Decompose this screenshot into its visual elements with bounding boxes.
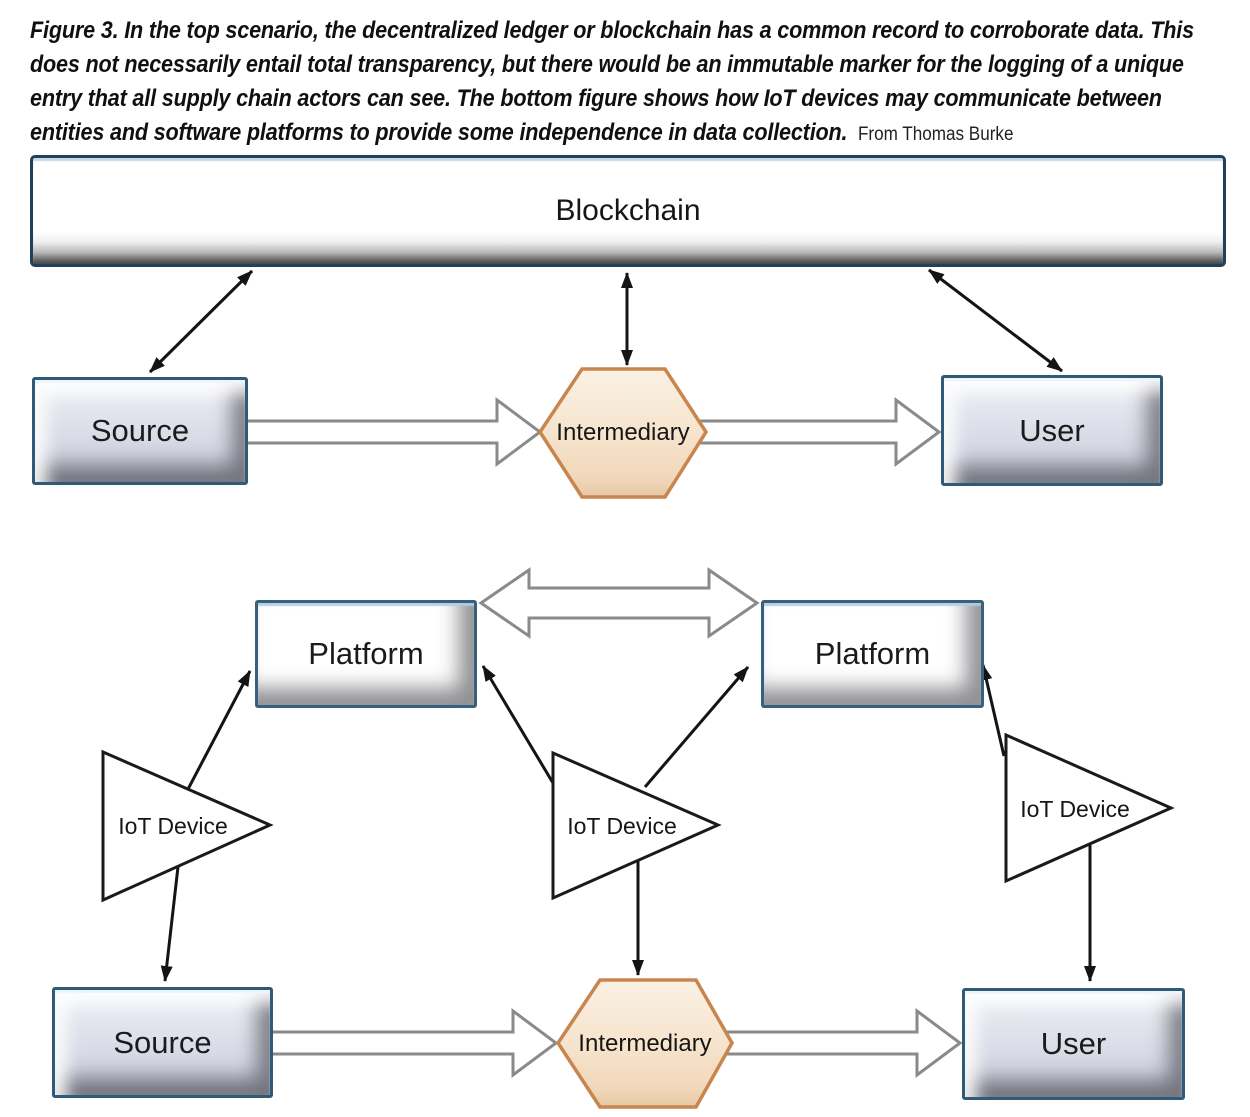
flow-arrow-source-to-intermediary-top: [244, 397, 543, 467]
source-label-bottom: Source: [113, 1024, 212, 1060]
source-box-top: Source: [32, 377, 248, 485]
iot-device-triangle-middle: [551, 750, 722, 901]
blockchain-bar: Blockchain: [30, 155, 1226, 267]
link-source-blockchain-arrow: [148, 269, 254, 374]
platform-label-left: Platform: [308, 636, 424, 671]
platform-box-right: Platform: [761, 600, 984, 708]
link-iot-left-to-platform-left-arrow: [184, 670, 252, 794]
user-box-top: User: [941, 375, 1163, 486]
figure-caption: Figure 3. In the top scenario, the decen…: [30, 14, 1202, 150]
iot-device-triangle-left: [101, 749, 274, 903]
link-iot-left-to-source-arrow: [160, 857, 181, 982]
figure-credit-text: From Thomas Burke: [857, 124, 1014, 146]
intermediary-label-bottom: Intermediary: [578, 1029, 712, 1057]
user-box-bottom: User: [962, 988, 1185, 1100]
flow-arrow-platform-to-platform: [478, 567, 760, 639]
link-user-blockchain-arrow: [928, 268, 1063, 373]
iot-device-label-right: IoT Device: [1020, 795, 1130, 822]
flow-arrow-source-to-intermediary-bottom: [269, 1008, 559, 1078]
link-iot-middle-to-platform-left-arrow: [481, 665, 555, 784]
flow-arrow-intermediary-to-user-bottom: [724, 1008, 963, 1078]
user-label-bottom: User: [1040, 1026, 1107, 1061]
intermediary-hexagon-bottom: [555, 978, 735, 1109]
iot-device-label-middle: IoT Device: [567, 812, 677, 839]
blockchain-label: Blockchain: [555, 194, 701, 227]
platform-label-right: Platform: [814, 636, 931, 671]
iot-device-triangle-right: [1004, 732, 1175, 884]
iot-device-label-left: IoT Device: [118, 812, 228, 839]
link-iot-right-to-platform-right-arrow: [980, 664, 1006, 757]
figure-caption-text: Figure 3. In the top scenario, the decen…: [30, 17, 1194, 147]
intermediary-hexagon-top: [537, 367, 709, 499]
source-box-bottom: Source: [52, 987, 273, 1098]
flow-arrow-intermediary-to-user-top: [698, 397, 942, 467]
user-label-top: User: [1019, 412, 1085, 448]
source-label-top: Source: [90, 413, 190, 448]
platform-box-left: Platform: [255, 600, 477, 708]
intermediary-label-top: Intermediary: [556, 419, 690, 446]
link-iot-middle-to-platform-right-arrow: [643, 666, 750, 788]
